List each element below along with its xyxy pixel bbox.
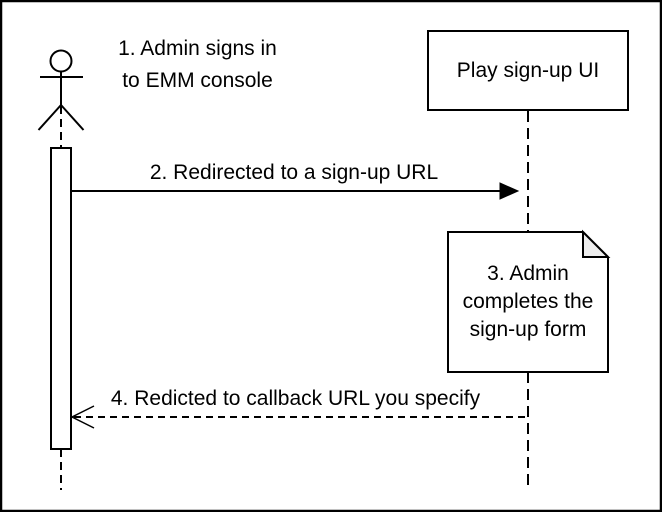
admin-actor-icon xyxy=(37,49,85,148)
note-shape xyxy=(447,229,611,373)
note-folded-corner-icon xyxy=(582,229,611,258)
step2-label: 2. Redirected to a sign-up URL xyxy=(149,161,439,184)
actor-right-leg xyxy=(60,104,85,131)
play-signup-ui-label: Play sign-up UI xyxy=(456,58,600,82)
actor-head xyxy=(49,49,73,73)
play-signup-ui-box: Play sign-up UI xyxy=(427,30,629,111)
actor-left-leg xyxy=(37,104,62,131)
message2-arrow xyxy=(71,182,520,200)
note-label: 3. Admin completes the sign-up form xyxy=(462,262,594,341)
note-outline xyxy=(447,231,609,373)
admin-activation-bar xyxy=(50,147,72,450)
message4-arrowhead-icon xyxy=(70,405,95,429)
message2-arrowhead-icon xyxy=(499,182,520,200)
message4-arrow xyxy=(70,405,529,429)
step4-label: 4. Redicted to callback URL you specify xyxy=(110,387,481,410)
step1-label: 1. Admin signs in to EMM console xyxy=(118,37,277,92)
